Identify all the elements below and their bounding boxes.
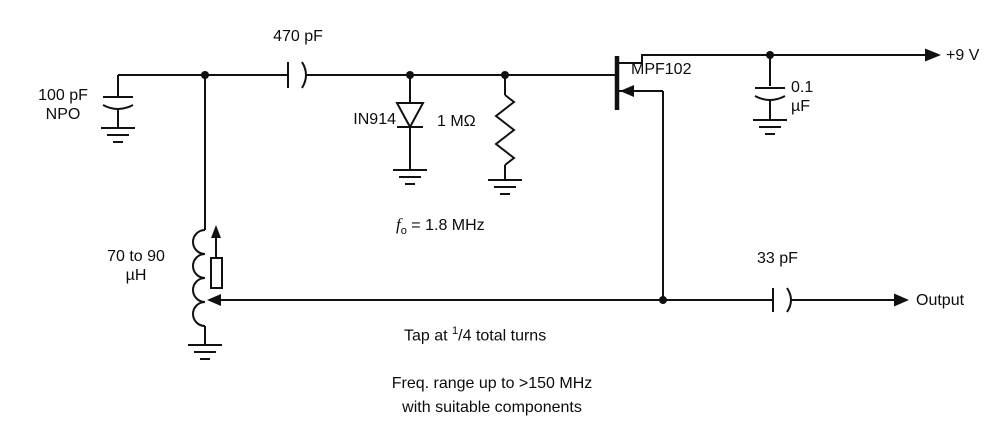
wire-drain-supply-rail	[619, 54, 926, 64]
input-capacitor-value: 100 pF	[38, 87, 88, 104]
coupling-capacitor-label: 470 pF	[273, 28, 323, 45]
diode-label: IN914	[353, 111, 396, 128]
ground-symbol-inductor	[188, 344, 222, 360]
inductor-range: 70 to 90	[107, 248, 165, 265]
capacitor-curved-plate	[754, 95, 786, 101]
inductor-slug	[210, 257, 223, 289]
frequency-equation: = 1.8 MHz	[406, 217, 485, 234]
ground-symbol-input-cap	[101, 127, 135, 143]
jfet-source-arrow-icon	[620, 85, 634, 97]
input-capacitor-dielectric: NPO	[45, 106, 81, 123]
junction-dot	[201, 71, 209, 79]
ground-symbol-diode	[393, 169, 427, 185]
supply-label: +9 V	[946, 47, 980, 64]
capacitor-curved-plate	[102, 104, 134, 110]
note-line-1: Freq. range up to >150 MHz	[391, 375, 593, 392]
bypass-capacitor-unit: µF	[791, 98, 810, 115]
gate-resistor-label: 1 MΩ	[437, 113, 476, 130]
capacitor-33pf	[772, 287, 792, 313]
tap-label: Tap at 1/4 total turns	[404, 322, 546, 345]
bypass-capacitor-label: 0.1 µF	[791, 78, 813, 116]
capacitor-100pf-npo	[102, 96, 134, 110]
frequency-symbol: f	[396, 215, 401, 234]
frequency-subscript: o	[400, 225, 407, 238]
inductor-coil	[192, 229, 206, 327]
diode-triangle	[395, 102, 425, 130]
supply-arrow-icon	[925, 48, 941, 62]
operating-frequency-label: fo = 1.8 MHz	[396, 215, 485, 241]
diode-1n914	[395, 102, 425, 130]
inductor-unit: µH	[125, 267, 147, 284]
output-capacitor-label: 33 pF	[757, 250, 798, 267]
input-capacitor-label: 100 pF NPO	[24, 86, 102, 124]
transistor-label: MPF102	[631, 61, 692, 78]
capacitor-curved-plate	[786, 287, 792, 313]
tap-prefix: Tap at	[404, 327, 453, 345]
tap-arrow-icon	[207, 294, 221, 306]
capacitor-curved-plate	[301, 61, 307, 89]
junction-dot	[659, 296, 667, 304]
junction-dot	[766, 51, 774, 59]
junction-dots	[201, 51, 774, 304]
output-arrow-icon	[894, 293, 909, 307]
resistor-zigzag	[494, 94, 516, 166]
inductor-label: 70 to 90 µH	[98, 247, 174, 285]
frequency-range-note: Freq. range up to >150 MHz with suitable…	[340, 372, 644, 420]
tap-rest: /4 total turns	[458, 327, 547, 345]
resistor-1meg	[494, 94, 516, 166]
capacitor-01uf	[754, 87, 786, 101]
tap-fraction-numerator: 1	[452, 325, 459, 337]
bypass-capacitor-value: 0.1	[791, 79, 814, 96]
inductor-tapped	[192, 225, 223, 327]
slug-adjust-arrow-icon	[211, 225, 221, 238]
junction-dot	[406, 71, 414, 79]
jfet-mpf102	[614, 56, 634, 110]
capacitor-470pf	[287, 61, 307, 89]
junction-dot	[501, 71, 509, 79]
ground-symbol-bypass-cap	[753, 119, 787, 135]
note-line-2: with suitable components	[402, 399, 582, 416]
ground-symbol-resistor	[488, 179, 522, 195]
output-label: Output	[916, 292, 965, 309]
